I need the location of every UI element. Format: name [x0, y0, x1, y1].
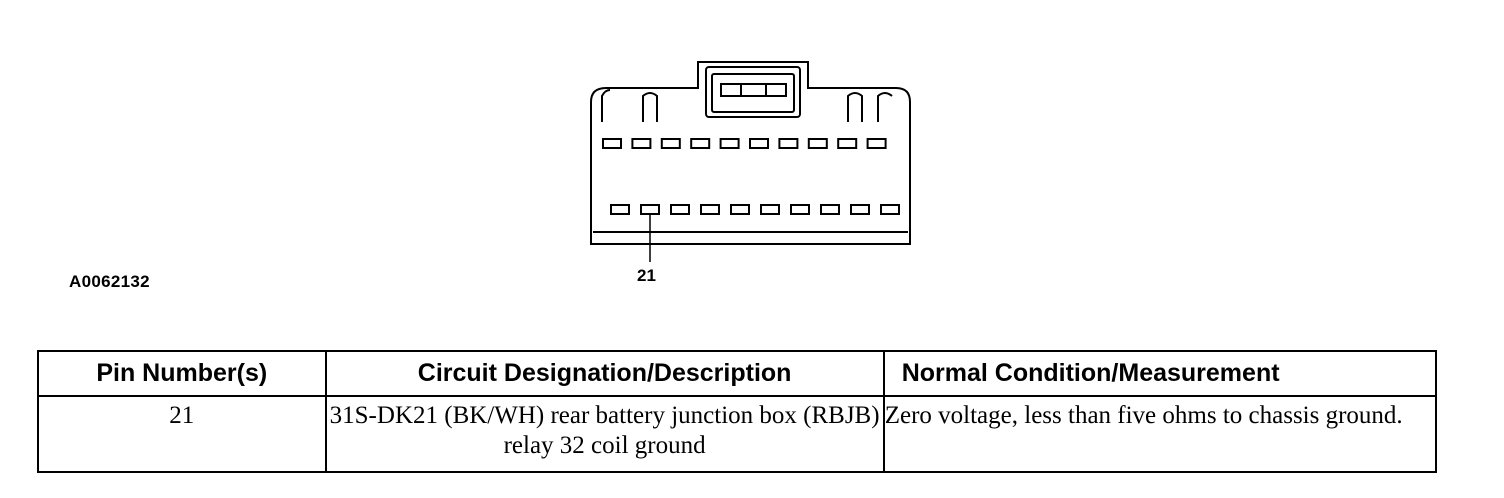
top-terminal-row: [602, 138, 887, 149]
bottom-terminal-cavity-6: [760, 204, 780, 215]
latch-slot-left: [720, 83, 742, 97]
bottom-terminal-cavity-3: [670, 204, 690, 215]
header-circuit-description: Circuit Designation/Description: [324, 350, 885, 397]
top-terminal-cavity-4: [690, 138, 711, 149]
top-terminal-cavity-3: [660, 138, 681, 149]
top-terminal-cavity-2: [631, 138, 652, 149]
rib-right-inner: [847, 92, 863, 122]
figure-id-label: A0062132: [69, 272, 150, 291]
top-terminal-cavity-5: [719, 138, 740, 149]
connector-diagram: A0062132 21: [69, 61, 911, 291]
pin-callout-label: 21: [637, 266, 656, 285]
rib-right-outer: [877, 92, 893, 122]
bottom-terminal-cavity-10: [880, 204, 900, 215]
header-pin-number: Pin Number(s): [37, 350, 327, 397]
top-terminal-cavity-7: [778, 138, 799, 149]
rib-left-outer: [601, 89, 611, 122]
top-terminal-cavity-6: [749, 138, 769, 149]
bottom-terminal-cavity-5: [730, 204, 750, 215]
latch-slot-right: [765, 83, 787, 97]
cell-pin-number: 21: [37, 395, 327, 473]
table-row: 21 31S-DK21 (BK/WH) rear battery junctio…: [37, 395, 1438, 473]
pin-table: Pin Number(s) Circuit Designation/Descri…: [37, 350, 1438, 473]
bottom-terminal-cavity-9: [850, 204, 870, 215]
bottom-terminal-cavity-1: [610, 204, 630, 215]
cell-circuit-description: 31S-DK21 (BK/WH) rear battery junction b…: [324, 395, 885, 473]
connector-face-drawing: [590, 61, 911, 262]
top-terminal-cavity-10: [866, 138, 887, 149]
bottom-terminal-cavity-7: [790, 204, 810, 215]
rib-left-inner: [642, 92, 658, 122]
top-terminal-cavity-8: [807, 138, 828, 149]
latch-window: [711, 73, 795, 113]
connector-housing-outline: [590, 61, 911, 245]
top-terminal-cavity-9: [837, 138, 858, 149]
table-header-row: Pin Number(s) Circuit Designation/Descri…: [37, 350, 1438, 397]
cell-normal-condition: Zero voltage, less than five ohms to cha…: [882, 395, 1438, 473]
bottom-terminal-cavity-2: [640, 204, 660, 215]
bottom-terminal-cavity-4: [700, 204, 720, 215]
locking-latch: [705, 66, 801, 118]
bottom-terminal-row: [610, 204, 900, 215]
latch-slot-middle: [740, 83, 767, 97]
top-terminal-cavity-1: [602, 138, 622, 149]
header-normal-condition: Normal Condition/Measurement: [882, 350, 1438, 397]
bottom-terminal-cavity-8: [820, 204, 840, 215]
